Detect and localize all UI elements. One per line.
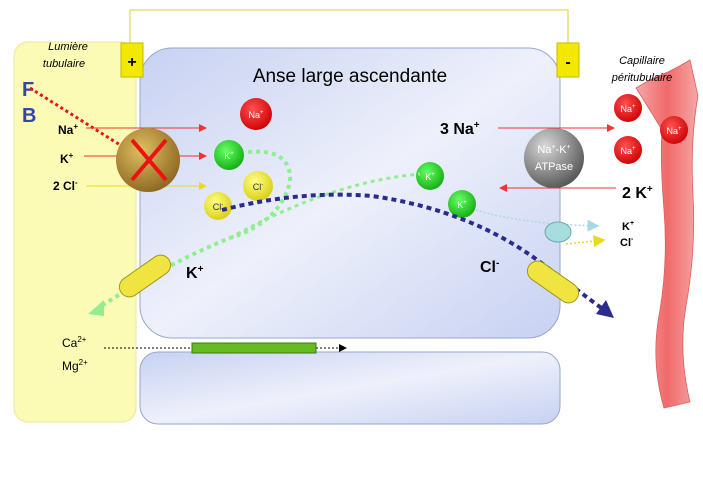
lumen-na-label: Na+ bbox=[58, 122, 78, 137]
plus-terminal bbox=[120, 42, 144, 78]
cell-k-ball-1 bbox=[214, 140, 244, 170]
polarity-wire bbox=[129, 9, 569, 48]
cell-cl-label-1: Cl- bbox=[253, 182, 264, 192]
pump-k-count: 2 K+ bbox=[622, 184, 653, 202]
paracellular-channel bbox=[191, 342, 317, 354]
capillary-label-line2: péritubulaire bbox=[611, 72, 673, 84]
cell-cl-label-2: Cl- bbox=[213, 202, 224, 212]
capillary-label-line1: Capillaire bbox=[619, 55, 665, 67]
plus-sign: + bbox=[127, 54, 136, 71]
na-k-atpase-pump bbox=[524, 128, 584, 188]
basolateral-k-path bbox=[475, 209, 600, 232]
peritubular-capillary bbox=[635, 59, 699, 409]
lumen-label-line2: tubulaire bbox=[43, 58, 85, 70]
cl-exit-arrowhead bbox=[596, 300, 614, 318]
cell-title: Anse large ascendante bbox=[253, 66, 447, 87]
pump-label-line2: ATPase bbox=[535, 161, 573, 173]
cell-k-label-2: K+ bbox=[425, 172, 435, 182]
lumen-k-label: K+ bbox=[60, 151, 74, 166]
lumen-cl-label: 2 Cl- bbox=[53, 178, 78, 193]
basolateral-cl-label: Cl- bbox=[480, 258, 499, 276]
apical-k-label: K+ bbox=[186, 264, 204, 282]
cap-na-ball-2 bbox=[660, 116, 688, 144]
block-cross-icon bbox=[130, 138, 168, 182]
cell-k-label-1: K+ bbox=[224, 151, 234, 161]
basolateral-k-label: K+ bbox=[622, 220, 634, 233]
basolateral-cl-text: Cl- bbox=[620, 236, 634, 249]
lower-cell bbox=[139, 351, 561, 425]
drug-label-b: B bbox=[22, 105, 36, 127]
k-recycling-arrowhead bbox=[88, 300, 104, 316]
pump-na-count: 3 Na+ bbox=[440, 120, 480, 138]
drug-label-f: F bbox=[22, 79, 34, 101]
kcl-cotransporter bbox=[544, 221, 572, 243]
k-cross-path bbox=[229, 172, 421, 240]
cap-na-ball-3 bbox=[614, 136, 642, 164]
drug-arrow bbox=[29, 86, 129, 152]
cap-na-label-3: Na+ bbox=[620, 146, 636, 156]
paracellular-ca-label: Ca2+ bbox=[62, 335, 87, 350]
cell-k-ball-2 bbox=[416, 162, 444, 190]
apical-k-channel bbox=[118, 254, 172, 298]
cell-cl-ball-2 bbox=[204, 192, 232, 220]
paracellular-mg-label: Mg2+ bbox=[62, 358, 88, 373]
cap-na-label-2: Na+ bbox=[666, 126, 682, 136]
cell-k-ball-3 bbox=[448, 190, 476, 218]
basolateral-cl-channel bbox=[526, 260, 580, 304]
cell-cl-ball-1 bbox=[243, 171, 273, 201]
pump-label-line1: Na+-K+ bbox=[537, 144, 570, 156]
cell-k-label-3: K+ bbox=[457, 200, 467, 210]
cell-na-label: Na+ bbox=[248, 110, 264, 120]
cap-na-label-1: Na+ bbox=[620, 104, 636, 114]
minus-terminal bbox=[556, 42, 580, 78]
minus-sign: - bbox=[565, 54, 570, 71]
basolateral-cl-path bbox=[565, 235, 606, 248]
cap-na-ball-1 bbox=[614, 94, 642, 122]
cell-na-ball bbox=[240, 98, 272, 130]
lumen-label-line1: Lumière bbox=[48, 41, 88, 53]
